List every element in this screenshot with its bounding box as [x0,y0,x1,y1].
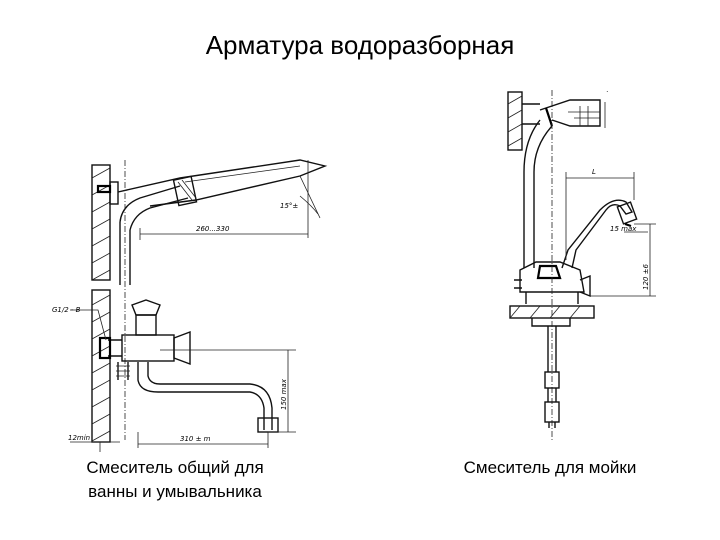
sink-mixer-drawing: · L 15 max 120 ±6 [507,88,656,440]
dim-length: L [592,168,596,176]
swivel-spout [561,199,634,269]
mixer-body [121,334,175,362]
riser-pipe [119,222,131,285]
side-handle [173,330,191,366]
bath-mixer-drawing: 15°± 260...330 G1/2 - B 150 max 310 ± m … [52,159,328,452]
sink-mixer-body [519,261,585,293]
caption-bath-mixer: Смеситель общий для ванны и умывальника [50,456,300,504]
dim-spout-length: 260...330 [196,225,230,233]
supply-tubes [547,326,557,372]
wall-hatching [91,167,111,442]
dim-outlet-length: 310 ± m [180,435,211,443]
shower-head [539,99,601,127]
caption-sink-mixer: Смеситель для мойки [463,458,637,477]
dim-height: 150 max [280,378,288,410]
dim-angle: 15°± [280,202,298,210]
svg-text:·: · [606,88,608,96]
page-title: Арматура водоразборная [205,30,515,60]
top-valve [131,299,161,316]
dim-max-gap: 15 max [610,225,637,233]
caption-line-2: ванны и умывальника [88,482,262,501]
shower-hose [523,119,553,268]
dim-min-gap: 12min [68,434,90,442]
dim-thread: G1/2 - B [52,306,81,314]
outlet-pipe [137,362,273,430]
wall-upper [91,164,111,281]
caption-line-1: Смеситель общий для [86,458,264,477]
right-wall [507,91,523,151]
dim-height-right: 120 ±6 [642,264,650,290]
